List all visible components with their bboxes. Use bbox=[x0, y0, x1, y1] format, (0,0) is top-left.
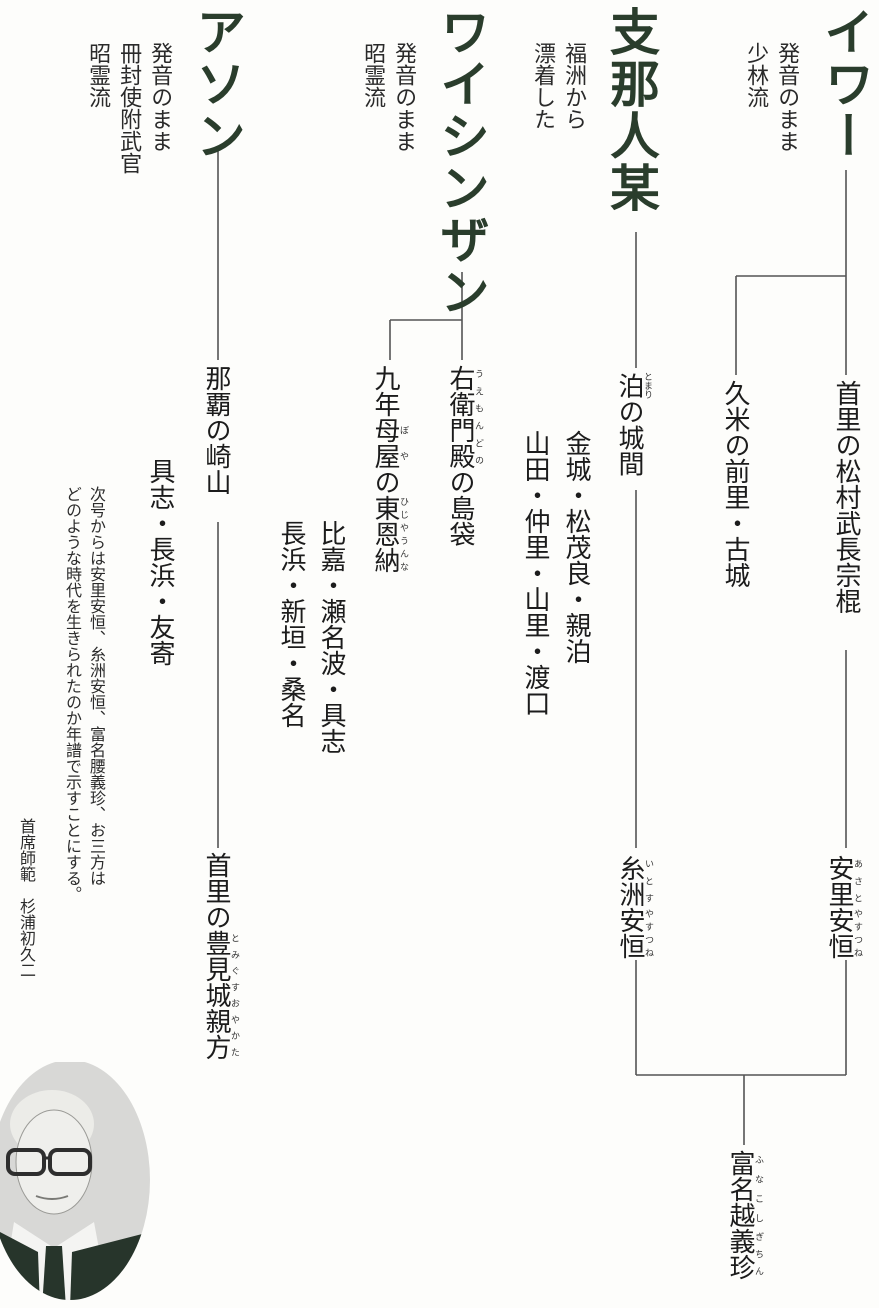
master-kunenbo-higaonna: 九年母屋ぼやの東恩納ひじやうんな bbox=[370, 365, 408, 573]
subtitle-ason-3: 昭霊流 bbox=[85, 42, 111, 108]
tomari-students-2: 山田・仲里・山里・渡口 bbox=[520, 430, 550, 716]
naha-students: 具志・長浜・友寄 bbox=[145, 458, 175, 666]
master-itosu-anko: 糸洲いとす安恒やすつね bbox=[615, 855, 653, 959]
subtitle-ason-2: 冊封使附武官 bbox=[116, 42, 142, 174]
title-shinajin: 支那人某 bbox=[602, 6, 661, 214]
title-iwa: イワー bbox=[816, 6, 875, 162]
master-uemondono-shimabukuro: 右衛門殿うえもんどのの島袋 bbox=[445, 365, 483, 547]
subtitle-iwa-2: 少林流 bbox=[743, 42, 769, 108]
master-naha-sakiyama: 那覇の崎山 bbox=[201, 365, 231, 495]
master-funakoshi-gichin: 富名越ふなこし義珍ぎちん bbox=[725, 1150, 763, 1280]
subtitle-ason-1: 発音のまま bbox=[147, 42, 173, 152]
master-asato-anko: 安里あさと安恒やすつね bbox=[824, 855, 862, 959]
master-kume-maesato: 久米の前里・古城 bbox=[720, 380, 750, 588]
subtitle-shinajin-1: 福洲から bbox=[561, 42, 587, 130]
portrait-photo bbox=[0, 1062, 150, 1300]
master-shuri-matsumura: 首里の松村武長宗棍 bbox=[831, 380, 861, 614]
subtitle-shinajin-2: 漂着した bbox=[530, 42, 556, 130]
next-issue-note-2: どのような時代を生きられたのか年譜で示すことにする。 bbox=[63, 486, 82, 902]
kunenbo-students-2: 長浜・新垣・桑名 bbox=[276, 520, 306, 728]
tomari-students-1: 金城・松茂良・親泊 bbox=[561, 430, 591, 664]
subtitle-waishinzan-1: 発音のまま bbox=[391, 42, 417, 152]
title-waishinzan: ワイシンザン bbox=[432, 6, 491, 318]
subtitle-iwa-1: 発音のまま bbox=[774, 42, 800, 152]
next-issue-note-1: 次号からは安里安恒、糸洲安恒、富名腰義珍、お三方は bbox=[87, 486, 106, 886]
kunenbo-students-1: 比嘉・瀬名波・具志 bbox=[316, 520, 346, 754]
title-ason: アソン bbox=[188, 6, 247, 162]
signature: 首席師範 杉浦初久二 bbox=[17, 818, 36, 978]
master-tomari-gusukuma: 泊とまりの城間 bbox=[614, 372, 652, 477]
master-tomigusuku-oyakata: 首里の豊見城親方とみぐすおやかた bbox=[201, 852, 239, 1060]
subtitle-waishinzan-2: 昭霊流 bbox=[360, 42, 386, 108]
